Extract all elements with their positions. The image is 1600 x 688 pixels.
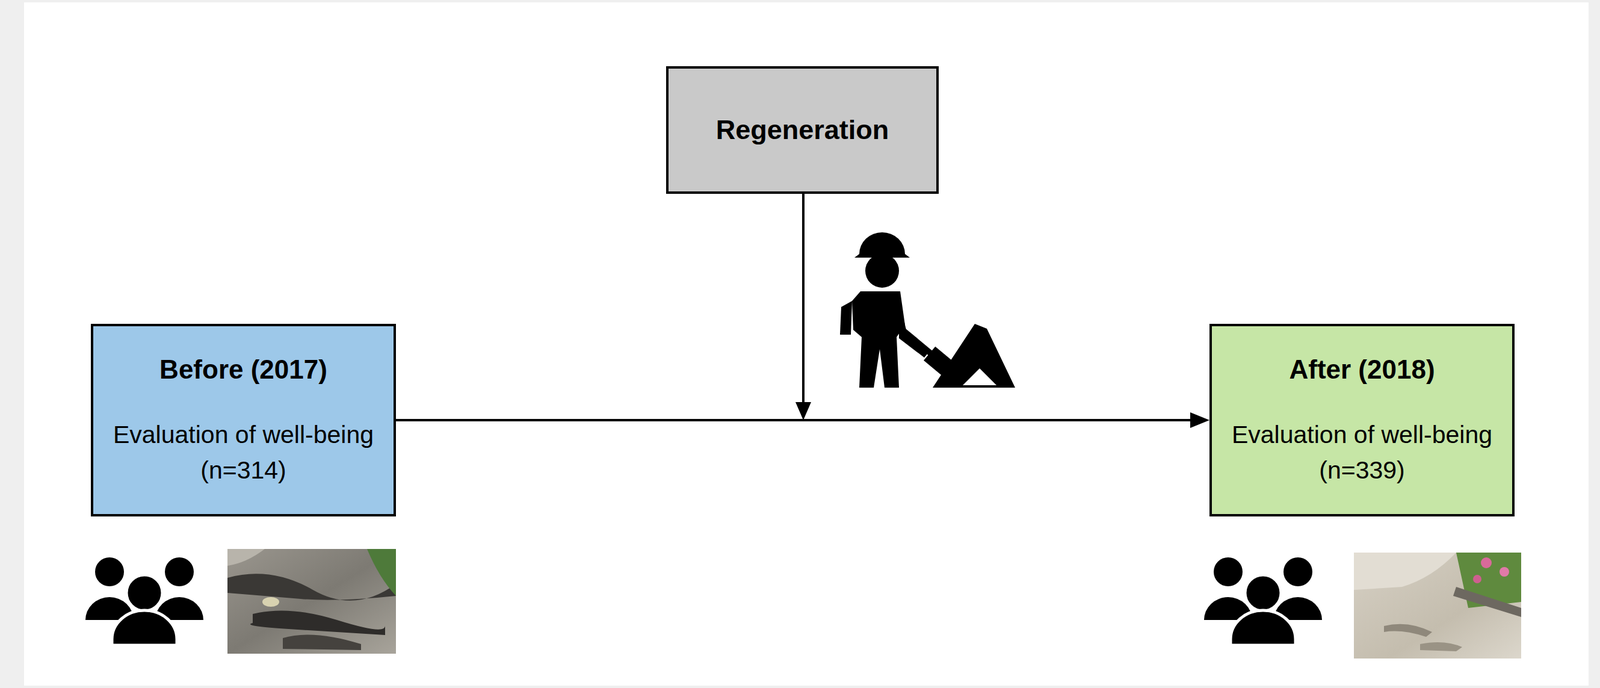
arrow-line — [395, 418, 1193, 422]
box-title: After (2018) — [1288, 353, 1435, 386]
regeneration-arrow-line — [802, 193, 805, 405]
people-icon — [1204, 557, 1323, 646]
process-box: Before (2017) Evaluation of well-being (n… — [90, 323, 396, 517]
people-icon — [85, 557, 204, 646]
box-body: Evaluation of well-being (n=314) — [93, 416, 394, 489]
arrow-head — [1190, 412, 1210, 428]
process-box: Regeneration — [666, 66, 939, 194]
worker-icon — [840, 232, 1016, 388]
box-body: Evaluation of well-being (n=339) — [1211, 416, 1513, 489]
site-photo-before — [227, 548, 396, 654]
box-title: Regeneration — [716, 113, 890, 147]
regeneration-arrow-head — [795, 401, 812, 421]
timeline-arrow — [395, 412, 1210, 428]
box-title: Before (2017) — [159, 353, 328, 386]
process-box: After (2018) Evaluation of well-being (n=… — [1209, 323, 1515, 517]
site-photo-after — [1353, 552, 1522, 659]
